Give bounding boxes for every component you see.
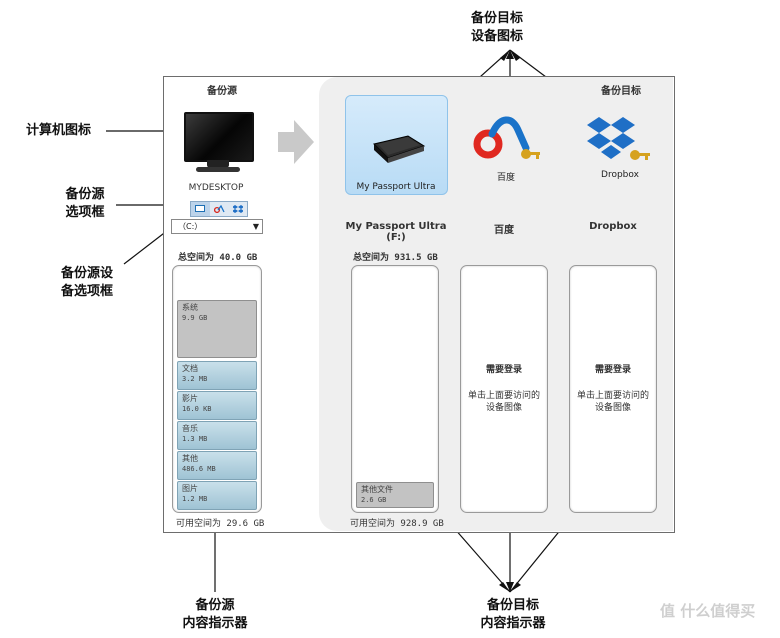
category-size: 2.6 GB [361, 496, 387, 504]
callout-source-content-indicator: 备份源内容指示器 [182, 598, 248, 631]
login-hint: 单击上面要访问的设备图像 [576, 391, 649, 413]
category-size: 9.9 GB [182, 314, 208, 322]
callout-source-option-box: 备份源选项框 [65, 187, 105, 220]
computer-base [196, 167, 240, 172]
baidu-icon [213, 205, 225, 213]
source-total-space: 总空间为 40.0 GB [178, 253, 258, 263]
category-name: 其他 [182, 454, 198, 463]
arrow-right-icon [278, 120, 314, 164]
device-label: My Passport Ultra [356, 182, 436, 192]
source-header: 备份源 [207, 86, 237, 97]
dest-title-dropbox: Dropbox [589, 221, 637, 232]
watermark: 值 什么值得买 [660, 602, 756, 620]
destination-header: 备份目标 [601, 86, 641, 97]
source-drive-value: （C:） [178, 222, 203, 231]
dest-free-space: 可用空间为 928.9 GB [350, 519, 444, 529]
category-name: 文档 [182, 364, 198, 373]
source-option-dropbox[interactable] [228, 202, 247, 216]
device-label: Dropbox [601, 170, 639, 180]
category-size: 1.3 MB [182, 435, 208, 443]
chevron-down-icon: ▼ [252, 222, 259, 231]
source-content-indicator: 系统 9.9 GB 文档 3.2 MB 影片 16.0 KB 音乐 1.3 MB… [172, 265, 262, 513]
category-name: 系统 [182, 303, 198, 312]
callout-source-device-option-box: 备份源设备选项框 [60, 266, 113, 299]
source-free-space: 可用空间为 29.6 GB [176, 519, 265, 529]
source-option-computer[interactable] [191, 202, 210, 216]
source-drive-select[interactable]: （C:） ▼ [171, 219, 263, 234]
dropbox-icon [232, 204, 243, 213]
dest-category-other-files[interactable]: 其他文件 2.6 GB [356, 482, 434, 508]
category-name: 影片 [182, 394, 198, 403]
category-name: 图片 [182, 484, 198, 493]
baidu-cloud-icon [473, 116, 540, 159]
source-category-other[interactable]: 其他 486.6 MB [177, 451, 257, 480]
category-name: 其他文件 [361, 485, 393, 494]
category-size: 486.6 MB [182, 465, 216, 473]
source-category-system[interactable]: 系统 9.9 GB [177, 300, 257, 358]
callout-dest-content-indicator: 备份目标内容指示器 [480, 598, 546, 631]
computer-name: MYDESKTOP [188, 183, 244, 193]
dest-content-indicator-baidu: 需要登录 单击上面要访问的设备图像 [460, 265, 548, 513]
category-size: 3.2 MB [182, 375, 208, 383]
source-category-documents[interactable]: 文档 3.2 MB [177, 361, 257, 390]
callout-computer-icon: 计算机图标 [26, 123, 92, 138]
computer-icon [195, 205, 206, 212]
source-category-pictures[interactable]: 图片 1.2 MB [177, 481, 257, 510]
dest-title-baidu: 百度 [494, 225, 514, 236]
dropbox-icon [587, 117, 650, 160]
dest-total-space: 总空间为 931.5 GB [353, 253, 438, 263]
dest-content-indicator-passport: 其他文件 2.6 GB [351, 265, 439, 513]
login-required-title: 需要登录 [485, 365, 522, 375]
dest-title-passport: My Passport Ultra (F:) [345, 221, 447, 243]
category-name: 音乐 [182, 424, 198, 433]
callout-dest-device-icon: 备份目标设备图标 [470, 11, 523, 44]
device-baidu[interactable]: 百度 [470, 108, 542, 183]
passport-drive-icon [373, 135, 426, 163]
source-option-baidu[interactable] [210, 202, 229, 216]
device-dropbox[interactable]: Dropbox [585, 115, 655, 181]
source-category-videos[interactable]: 影片 16.0 KB [177, 391, 257, 420]
source-option-box [190, 201, 248, 217]
device-my-passport-ultra[interactable]: My Passport Ultra [345, 95, 448, 195]
category-size: 16.0 KB [182, 405, 212, 413]
source-category-music[interactable]: 音乐 1.3 MB [177, 421, 257, 450]
login-hint: 单击上面要访问的设备图像 [467, 391, 540, 413]
login-required-title: 需要登录 [594, 365, 631, 375]
category-size: 1.2 MB [182, 495, 208, 503]
device-label: 百度 [496, 173, 515, 183]
dest-content-indicator-dropbox: 需要登录 单击上面要访问的设备图像 [569, 265, 657, 513]
computer-icon[interactable] [184, 112, 254, 162]
computer-stand [207, 160, 229, 168]
